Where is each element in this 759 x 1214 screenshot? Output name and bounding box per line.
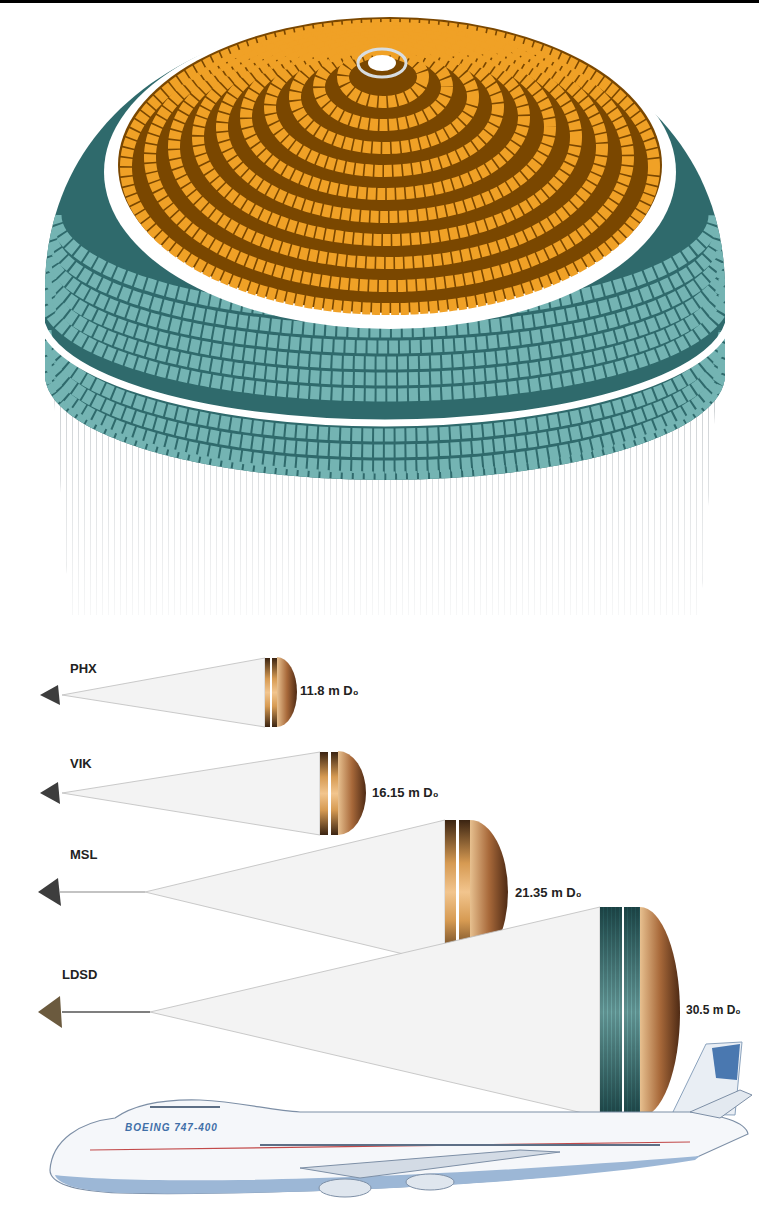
diameter-label: 30.5 m D₀ — [686, 1004, 741, 1017]
diameter-label: 21.35 m D₀ — [515, 886, 582, 900]
mission-name: LDSD — [62, 968, 97, 982]
aircraft-livery-text: BOEING 747-400 — [125, 1122, 218, 1133]
mission-name: VIK — [70, 757, 92, 771]
diameter-label: 11.8 m D₀ — [300, 684, 359, 698]
diameter-label: 16.15 m D₀ — [372, 786, 439, 800]
mission-name: MSL — [70, 848, 97, 862]
mission-name: PHX — [70, 662, 97, 676]
